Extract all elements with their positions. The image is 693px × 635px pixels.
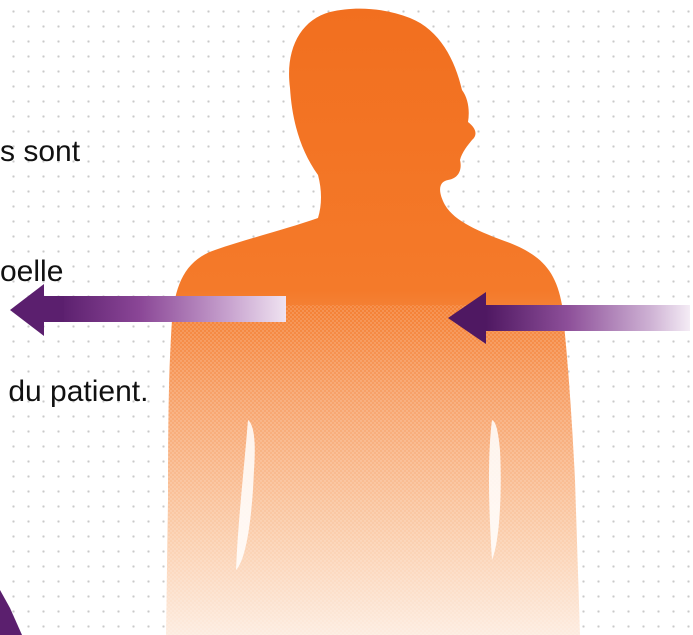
right-arrow-icon — [448, 292, 690, 344]
caption-line-3: du patient. — [0, 372, 148, 412]
partial-arrow-fragment — [0, 590, 22, 635]
caption-line-1: s sont — [0, 132, 148, 172]
caption-line-2: oelle — [0, 252, 148, 292]
caption-text: s sont oelle du patient. — [0, 52, 148, 452]
